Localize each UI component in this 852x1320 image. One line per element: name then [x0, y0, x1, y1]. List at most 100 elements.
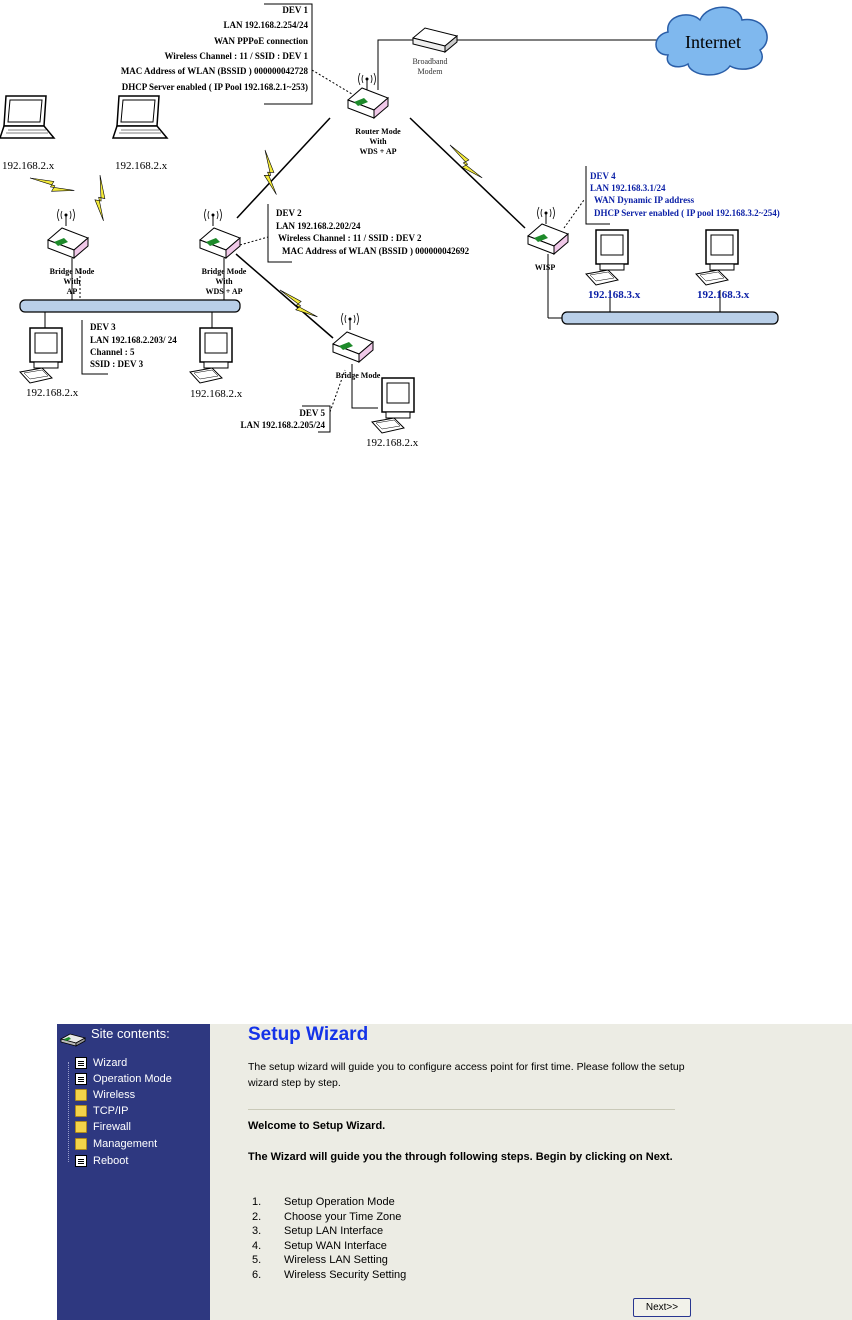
svg-text:MAC Address of WLAN (BSSID ): MAC Address of WLAN (BSSID ) 00000004269… [282, 246, 470, 256]
dev4-info: DEV 4 LAN 192.168.3.1/24 WAN Dynamic IP … [590, 171, 780, 218]
folder-icon [75, 1105, 87, 1117]
welcome-heading: Welcome to Setup Wizard. [248, 1120, 386, 1132]
antenna-icon [358, 72, 376, 91]
desktop-pc-icon [585, 229, 629, 286]
desktop-pc-icon [371, 377, 415, 434]
folder-icon [75, 1121, 87, 1133]
wizard-steps-list: 1.Setup Operation Mode 2.Choose your Tim… [248, 1196, 406, 1283]
modem-label-line2: Modem [418, 67, 444, 76]
svg-text:MAC Address of WLAN (BSSID ): MAC Address of WLAN (BSSID ) 00000004272… [121, 66, 309, 76]
wizard-intro-text: The setup wizard will guide you to confi… [248, 1061, 685, 1089]
pc-wisp-left-ip: 192.168.3.x [588, 289, 641, 301]
list-item: 4.Setup WAN Interface [252, 1239, 387, 1252]
dev5-info: DEV 5 LAN 192.168.2.205/24 [240, 408, 325, 430]
svg-text:LAN 192.168.2.254/24: LAN 192.168.2.254/24 [223, 20, 308, 30]
dev1-mode-line2: With [369, 137, 387, 146]
pc-dev3-left-ip: 192.168.2.x [26, 387, 79, 399]
setup-wizard-screenshot: Site contents: Wizard Operation Mode Wir… [57, 1024, 852, 1320]
dev2-callout-line [239, 236, 269, 246]
antenna-icon [537, 206, 555, 225]
svg-text:Wireless Channel : 11 / SSID: Wireless Channel : 11 / SSID : DEV 1 [164, 51, 308, 61]
dev4-callout-bracket [585, 166, 610, 225]
desktop-pc-icon [19, 327, 63, 384]
pc-wisp-right-ip: 192.168.3.x [697, 289, 750, 301]
sidebar-tree-line [68, 1062, 70, 1162]
wizard-content: Setup Wizard The setup wizard will guide… [210, 1024, 852, 1320]
antenna-icon [204, 208, 222, 227]
dev3-callout-bracket [81, 320, 108, 375]
antenna-icon [341, 312, 359, 331]
sidebar-title: Site contents: [91, 1026, 170, 1041]
sidebar-item-wireless[interactable]: Wireless [75, 1087, 135, 1103]
laptop-left-ip: 192.168.2.x [2, 160, 55, 172]
sidebar-item-management[interactable]: Management [75, 1136, 157, 1152]
sidebar-item-reboot[interactable]: Reboot [75, 1153, 128, 1169]
dev1-mode-line3: WDS + AP [359, 147, 396, 156]
page-icon [75, 1155, 87, 1167]
sidebar-item-operation-mode[interactable]: Operation Mode [75, 1071, 172, 1087]
modem-label-line1: Broadband [412, 57, 447, 66]
laptop-right-ip: 192.168.2.x [115, 160, 168, 172]
router-icon [527, 223, 569, 255]
svg-text:DEV 4: DEV 4 [590, 171, 616, 181]
dev4-mode-line1: WISP [535, 263, 556, 272]
router-icon [199, 227, 241, 259]
list-item: 5.Wireless LAN Setting [252, 1254, 388, 1266]
list-item: 1.Setup Operation Mode [252, 1196, 395, 1208]
next-button[interactable]: Next>> [633, 1298, 691, 1317]
svg-text:DHCP Server enabled ( IP pool: DHCP Server enabled ( IP pool 192.168.3.… [594, 208, 780, 218]
desktop-pc-icon [189, 327, 233, 384]
router-icon [47, 227, 89, 259]
laptop-icon [0, 95, 55, 139]
laptop-icon [112, 95, 168, 139]
dev5-mode-line1: Bridge Mode [336, 371, 381, 380]
router-icon [347, 87, 389, 119]
sidebar-item-firewall[interactable]: Firewall [75, 1119, 131, 1135]
list-item: 6.Wireless Security Setting [252, 1268, 407, 1281]
sidebar-item-wizard[interactable]: Wizard [75, 1055, 127, 1071]
svg-text:Wireless Channel : 11 / SSID: Wireless Channel : 11 / SSID : DEV 2 [278, 233, 422, 243]
router-wisp-wireless-link [409, 117, 526, 229]
folder-icon [75, 1138, 87, 1150]
svg-text:Channel : 5: Channel : 5 [90, 347, 135, 357]
list-item: 3.Setup LAN Interface [252, 1225, 384, 1237]
svg-text:LAN 192.168.3.1/24: LAN 192.168.3.1/24 [590, 183, 666, 193]
page-title: Setup Wizard [248, 1024, 369, 1045]
pc-dev5-ip: 192.168.2.x [366, 437, 419, 449]
network-device-logo-icon [60, 1033, 86, 1047]
svg-text:DHCP Server enabled ( IP Pool: DHCP Server enabled ( IP Pool 192.168.2.… [122, 82, 308, 92]
folder-icon [75, 1089, 87, 1101]
sidebar-item-tcpip[interactable]: TCP/IP [75, 1103, 128, 1119]
router-icon [332, 331, 374, 363]
site-contents-sidebar: Site contents: Wizard Operation Mode Wir… [57, 1024, 210, 1320]
router-dev2-wireless-link [236, 117, 331, 219]
dev1-callout-bracket [264, 3, 313, 105]
page-icon [75, 1073, 87, 1085]
guide-text: The Wizard will guide you the through fo… [248, 1151, 673, 1163]
dev1-info: DEV 1 LAN 192.168.2.254/24 WAN PPPoE con… [121, 5, 309, 92]
svg-text:WAN PPPoE connection: WAN PPPoE connection [214, 36, 308, 46]
pc-dev3-right-ip: 192.168.2.x [190, 388, 243, 400]
list-item: 2.Choose your Time Zone [252, 1210, 402, 1223]
svg-text:DEV 1: DEV 1 [282, 5, 308, 15]
svg-text:SSID : DEV 3: SSID : DEV 3 [90, 359, 144, 369]
page-icon [75, 1057, 87, 1069]
dev2-callout-bracket [267, 204, 292, 263]
svg-text:LAN 192.168.2.202/24: LAN 192.168.2.202/24 [276, 221, 361, 231]
dev1-callout-line [311, 69, 353, 95]
svg-text:DEV 3: DEV 3 [90, 322, 116, 332]
svg-text:DEV 5: DEV 5 [299, 408, 325, 418]
dev5-callout-bracket [302, 405, 331, 433]
internet-cloud-icon: Internet [655, 6, 768, 76]
svg-text:LAN 192.168.2.205/24: LAN 192.168.2.205/24 [240, 420, 325, 430]
lan-segment-bar [19, 299, 241, 313]
internet-label: Internet [685, 32, 741, 52]
divider [248, 1109, 675, 1110]
desktop-pc-icon [695, 229, 739, 286]
wireless-bolt-icon [80, 174, 123, 222]
router-modem-link [377, 39, 413, 90]
broadband-modem-icon [411, 27, 459, 54]
dev2-dev5-wireless-link [235, 253, 334, 339]
dev2-info: DEV 2 LAN 192.168.2.202/24 Wireless Chan… [276, 208, 470, 256]
antenna-icon [57, 208, 75, 227]
